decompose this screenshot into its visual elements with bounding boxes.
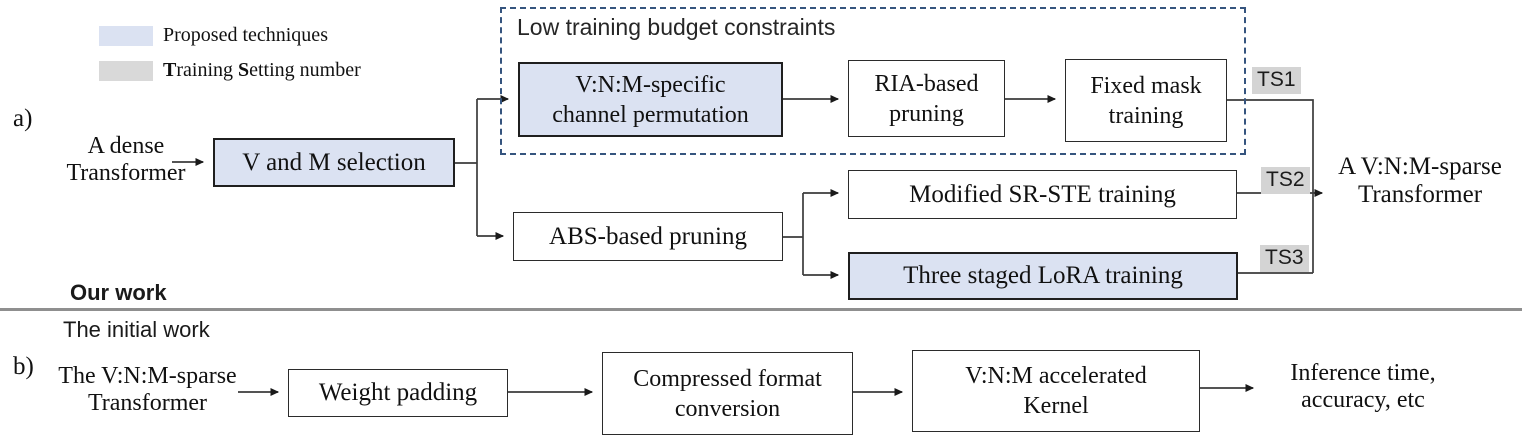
lora-training-box: Three staged LoRA training <box>848 252 1238 300</box>
ts3-tag: TS3 <box>1260 245 1309 272</box>
output-b-label: Inference time, accuracy, etc <box>1290 360 1436 413</box>
section-a-label: a) <box>13 105 33 132</box>
ts2-tag: TS2 <box>1261 167 1310 194</box>
legend-proposed-swatch <box>99 26 153 46</box>
our-work-label: Our work <box>70 280 167 305</box>
input-a-label: A dense Transformer <box>66 133 186 186</box>
vm-selection-box: V and M selection <box>213 138 455 187</box>
vnm-kernel-box: V:N:M accelerated Kernel <box>912 350 1200 432</box>
abs-pruning-box: ABS-based pruning <box>513 212 783 261</box>
input-b-label: The V:N:M-sparse Transformer <box>58 363 237 416</box>
output-a-label: A V:N:M-sparse Transformer <box>1338 153 1502 208</box>
work-divider-line <box>0 308 1522 311</box>
low-budget-dashed-box <box>500 7 1246 155</box>
fixed-mask-training-box: Fixed mask training <box>1065 59 1227 142</box>
legend-training-setting-label: Training Setting number <box>163 59 361 81</box>
weight-padding-box: Weight padding <box>288 369 508 417</box>
low-budget-title: Low training budget constraints <box>517 14 836 40</box>
section-b-label: b) <box>13 353 34 380</box>
srste-training-box: Modified SR-STE training <box>848 170 1237 219</box>
ria-pruning-box: RIA-based pruning <box>848 60 1005 137</box>
compressed-format-box: Compressed format conversion <box>602 352 853 435</box>
legend-training-setting-swatch <box>99 61 153 81</box>
channel-permutation-box: V:N:M-specific channel permutation <box>518 62 783 137</box>
ts1-tag: TS1 <box>1252 67 1301 94</box>
initial-work-label: The initial work <box>63 317 210 342</box>
legend-proposed-label: Proposed techniques <box>163 24 328 46</box>
